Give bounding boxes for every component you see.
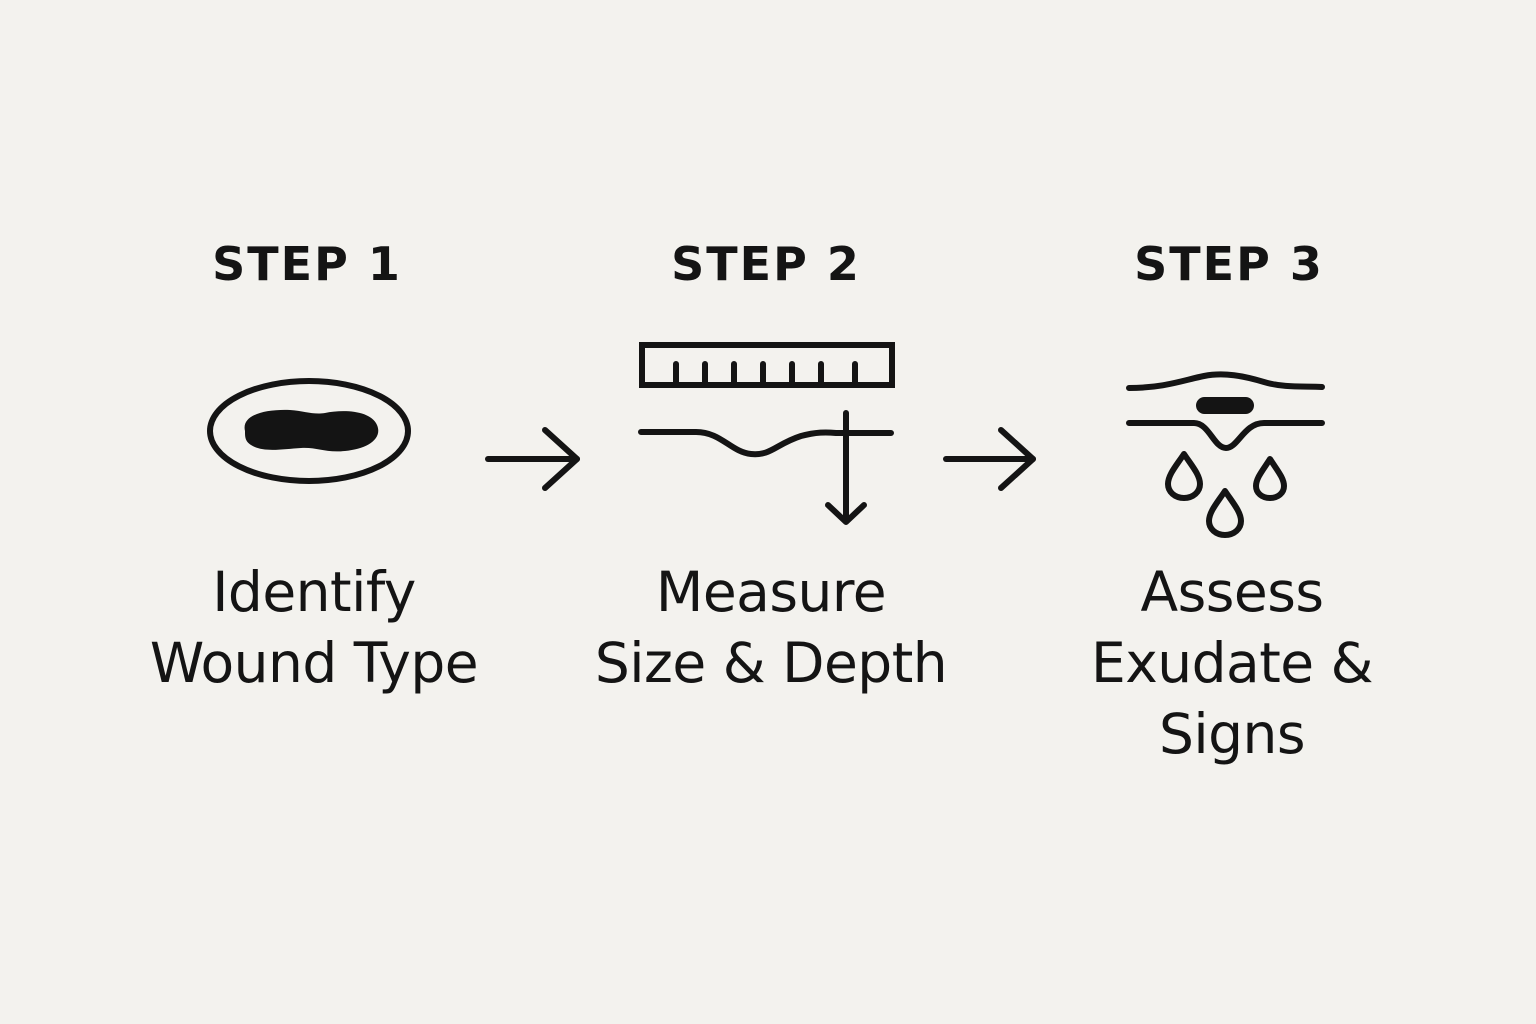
step-2-line-2: Size & Depth	[594, 631, 948, 695]
step-3-heading: STEP 3	[1134, 237, 1324, 291]
step-1-line-2: Wound Type	[149, 631, 479, 695]
skin-surface-line	[638, 429, 894, 458]
arrow-right-icon	[943, 427, 1036, 491]
drop-icon	[1206, 488, 1244, 538]
ruler-icon	[639, 342, 895, 388]
step-3-line-3: Signs	[1158, 702, 1306, 766]
step-1-line-1: Identify	[212, 560, 416, 624]
step-3-line-2: Exudate &	[1090, 631, 1374, 695]
step-1-description: Identify Wound Type	[104, 557, 524, 699]
arrow-right-icon	[485, 427, 580, 491]
drop-icon	[1253, 456, 1287, 501]
exudate-drops-icon	[1126, 371, 1325, 538]
step-2-heading: STEP 2	[671, 237, 861, 291]
drop-icon	[1165, 451, 1203, 501]
skin-top-line	[1126, 371, 1325, 391]
step-2-line-1: Measure	[655, 560, 887, 624]
wound-bed	[1196, 397, 1254, 414]
step-1-heading: STEP 1	[212, 237, 402, 291]
step-2-description: Measure Size & Depth	[561, 557, 981, 699]
depth-arrow-icon	[825, 410, 867, 525]
ruler-depth-icon	[638, 342, 895, 525]
step-3-line-1: Assess	[1140, 560, 1324, 624]
step-3-description: Assess Exudate & Signs	[1022, 557, 1442, 770]
skin-bottom-line	[1126, 420, 1325, 452]
wound-oval-icon	[207, 378, 411, 484]
